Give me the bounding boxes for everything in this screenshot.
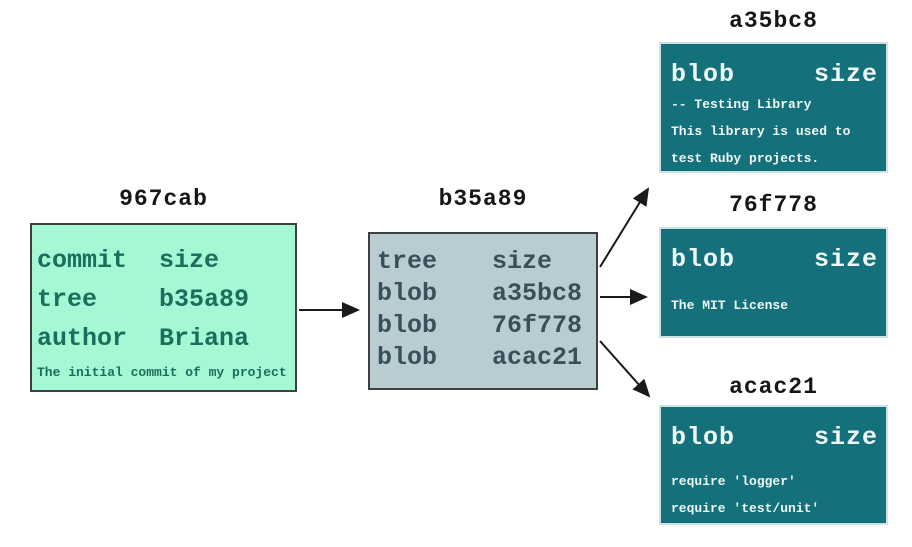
row-value: size [159, 246, 220, 275]
commit-node: commit size tree b35a89 author Briana Th… [30, 223, 297, 392]
blob-node-76f778: blob size The MIT License [659, 227, 888, 338]
blob-type-label: blob [671, 245, 736, 274]
blob-type-label: blob [671, 60, 736, 89]
blob-header: blob size [671, 60, 878, 89]
row-key: blob [377, 279, 438, 308]
row-key: commit [37, 246, 128, 275]
table-row: blob acac21 [377, 342, 592, 374]
blob-size-label: size [813, 60, 878, 89]
row-value: size [492, 247, 553, 276]
blob-content: blob size The MIT License [661, 229, 886, 319]
row-value: b35a89 [159, 285, 250, 314]
blob-node-title-acac21: acac21 [729, 374, 818, 400]
row-value: a35bc8 [492, 279, 583, 308]
blob-header: blob size [671, 423, 878, 452]
blob-line: require 'logger' [671, 474, 796, 489]
blob-node-a35bc8: blob size -- Testing Library This librar… [659, 42, 888, 173]
commit-node-title: 967cab [119, 186, 208, 212]
blob-file-contents: The MIT License [671, 292, 878, 319]
tree-node-title: b35a89 [438, 186, 528, 212]
row-key: blob [377, 311, 438, 340]
table-row: author Briana [37, 319, 291, 358]
blob-node-title-a35bc8: a35bc8 [729, 8, 818, 34]
row-key: blob [377, 343, 438, 372]
blob-file-contents: -- Testing Library This library is used … [671, 91, 878, 172]
blob-content: blob size require 'logger' require 'test… [661, 407, 886, 522]
row-key: tree [37, 285, 98, 314]
commit-message: The initial commit of my project [37, 365, 287, 380]
blob-size-label: size [813, 245, 878, 274]
blob-line: test Ruby projects. [671, 151, 820, 166]
row-key: tree [377, 247, 438, 276]
blob-file-contents: require 'logger' require 'test/unit' [671, 468, 878, 522]
table-row: commit size [37, 241, 291, 280]
row-value: 76f778 [492, 311, 583, 340]
blob-line: This library is used to [671, 124, 851, 139]
row-value: Briana [159, 324, 250, 353]
blob-node-acac21: blob size require 'logger' require 'test… [659, 405, 888, 525]
tree-node: tree size blob a35bc8 blob 76f778 blob a… [368, 232, 598, 390]
commit-rows: commit size tree b35a89 author Briana [32, 225, 295, 358]
table-row: tree b35a89 [37, 280, 291, 319]
blob-content: blob size -- Testing Library This librar… [661, 44, 886, 172]
row-value: acac21 [492, 343, 583, 372]
blob-line: require 'test/unit' [671, 501, 820, 516]
table-row: blob a35bc8 [377, 278, 592, 310]
blob-type-label: blob [671, 423, 736, 452]
arrow-tree-to-blob-a35bc8 [599, 187, 650, 268]
row-key: author [37, 324, 128, 353]
tree-rows: tree size blob a35bc8 blob 76f778 blob a… [370, 234, 596, 374]
blob-line: The MIT License [671, 298, 789, 313]
arrow-tree-to-blob-acac21 [599, 340, 651, 398]
table-row: blob 76f778 [377, 310, 592, 342]
blob-size-label: size [813, 423, 878, 452]
blob-node-title-76f778: 76f778 [729, 192, 818, 218]
blob-header: blob size [671, 245, 878, 274]
blob-line: -- Testing Library [671, 97, 812, 112]
table-row: tree size [377, 246, 592, 278]
